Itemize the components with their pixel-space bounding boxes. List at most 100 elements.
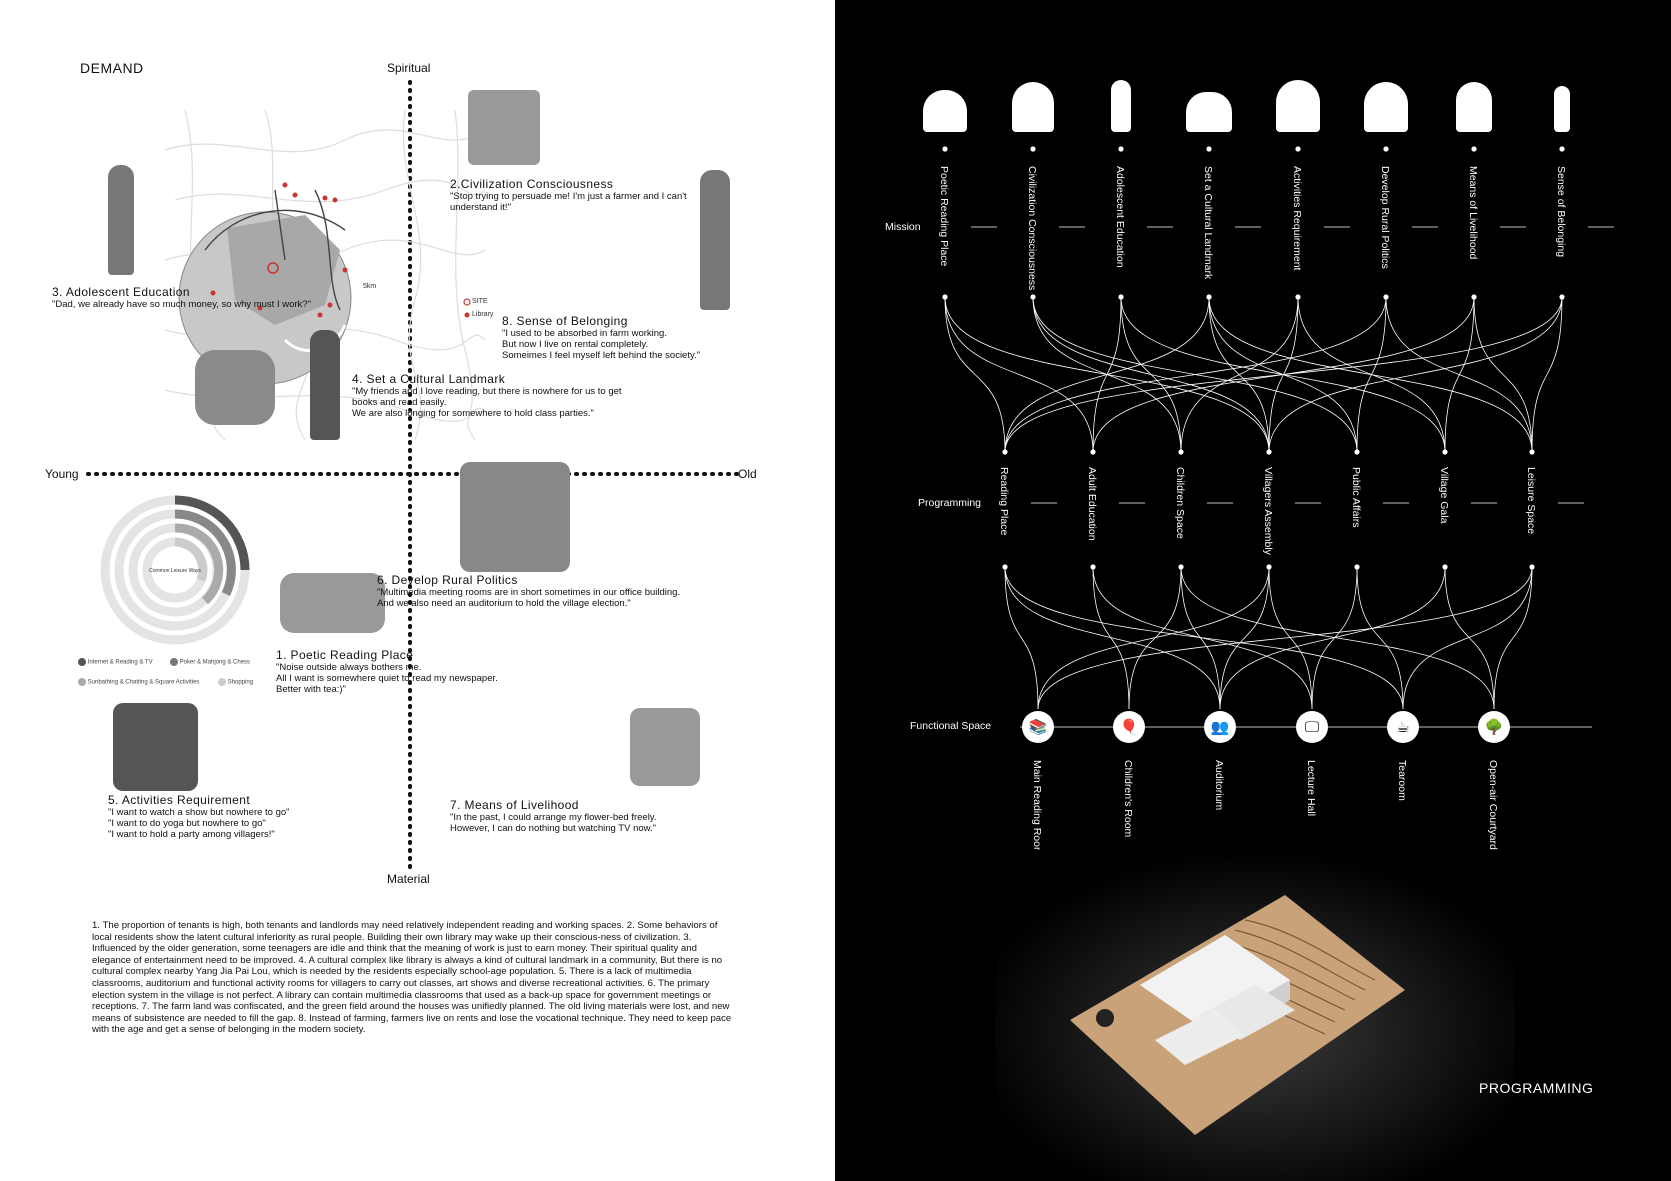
site-map: 5km <box>165 110 485 440</box>
program-function-link <box>1092 566 1130 710</box>
demand-panel: DEMAND Spiritual Material Young Old <box>0 0 835 1181</box>
legend-item: Poker & Mahjong & Chess <box>170 658 270 666</box>
mission-program-link <box>1531 296 1563 453</box>
demand-item-5: 5. Activities Requirement "I want to wat… <box>108 793 348 840</box>
farmer-photo <box>700 170 730 310</box>
program-label: Children Space <box>1174 467 1186 539</box>
demand-item-8: 8. Sense of Belonging "I used to be abso… <box>502 314 762 361</box>
demand-item-1: 1. Poetic Reading Place "Noise outside a… <box>276 648 556 695</box>
leisure-donut-chart: Common Leisure Ways <box>100 495 250 645</box>
physical-model-photo <box>995 850 1515 1181</box>
mission-label: Poetic Reading Place <box>938 166 950 267</box>
program-function-link <box>1311 566 1358 710</box>
program-label: Reading Place <box>998 467 1010 536</box>
program-function-link <box>1219 566 1270 710</box>
demand-heading: 4. Set a Cultural Landmark <box>352 372 506 386</box>
demand-heading: 7. Means of Livelihood <box>450 798 579 812</box>
mission-label: Adolescent Education <box>1114 166 1126 268</box>
standing-man-icon <box>1554 86 1570 132</box>
group-photo <box>113 703 198 791</box>
gardener-icon <box>1456 82 1492 132</box>
axis-bottom-label: Material <box>387 872 430 886</box>
axes-graphic <box>86 80 740 870</box>
program-function-link <box>1180 566 1221 710</box>
legend-label: Sunbathing & Chatting & Square Activitie… <box>87 679 200 686</box>
teen-photo <box>108 165 134 275</box>
demand-quote: "Stop trying to persuade me! I'm just a … <box>450 191 687 213</box>
legend-item: Internet & Reading & TV <box>78 658 168 666</box>
program-function-link <box>1092 566 1313 710</box>
child-icon <box>1111 80 1131 132</box>
mission-program-link <box>1004 296 1387 453</box>
mission-label: Civilization Consciousness <box>1026 166 1038 291</box>
mission-label: Activities Requirement <box>1291 166 1303 271</box>
mission-dot <box>1118 146 1124 152</box>
mission-dot <box>1030 146 1036 152</box>
programming-title: PROGRAMMING <box>1479 1080 1594 1096</box>
mission-dot <box>1206 146 1212 152</box>
mission-dot <box>1383 146 1389 152</box>
program-function-link <box>1219 566 1446 710</box>
program-function-link <box>1268 566 1313 710</box>
program-label: Village Gala <box>1438 467 1450 524</box>
mission-label: Set a Cultural Landmark <box>1202 166 1214 280</box>
program-function-link <box>1402 566 1533 710</box>
mission-program-link <box>1444 296 1475 453</box>
programming-panel: Mission Programming Functional Space Poe… <box>835 0 1671 1181</box>
program-label: Adult Education <box>1086 467 1098 541</box>
demand-quote: "I used to be absorbed in farm working. … <box>502 328 701 361</box>
program-function-link <box>1004 566 1221 710</box>
crowd-icon <box>1276 80 1320 132</box>
demand-heading: 2.Civilization Consciousness <box>450 177 614 191</box>
mission-dot <box>1295 146 1301 152</box>
axis-right-label: Old <box>738 467 757 481</box>
legend-item: Shopping <box>218 678 278 686</box>
program-function-link <box>1356 566 1404 710</box>
seated-man-photo <box>630 708 700 786</box>
mission-dot <box>1559 146 1565 152</box>
legend-label: Shopping <box>227 679 254 686</box>
functional-row-label: Functional Space <box>910 720 992 732</box>
functional-space-label: Auditorium <box>1213 760 1225 811</box>
demand-heading: 1. Poetic Reading Place <box>276 648 414 662</box>
demand-heading: 6. Develop Rural Politics <box>377 573 518 587</box>
demand-quote: "Dad, we already have so much money, so … <box>52 299 311 310</box>
mission-program-link <box>1268 296 1563 453</box>
mission-program-link <box>1473 296 1533 453</box>
axis-left-label: Young <box>45 467 79 481</box>
demand-quote: "My friends and I love reading, but ther… <box>352 386 622 419</box>
mission-program-link <box>944 296 1094 453</box>
map-legend-library: Library <box>472 311 494 318</box>
reading-people-icon <box>923 90 967 132</box>
demand-heading: 3. Adolescent Education <box>52 285 190 299</box>
program-function-link <box>1180 566 1495 710</box>
mission-row-label: Mission <box>885 221 921 233</box>
functional-space-label: Children's Room <box>1122 760 1134 838</box>
group-people-icon <box>1012 82 1054 132</box>
programming-diagram <box>942 146 1614 728</box>
demand-quote: "In the past, I could arrange my flower-… <box>450 812 657 834</box>
reading-couple-photo <box>280 573 385 633</box>
legend-label: Internet & Reading & TV <box>87 659 153 666</box>
demand-item-2: 2.Civilization Consciousness "Stop tryin… <box>450 177 730 213</box>
map-legend-site: SITE <box>472 298 488 305</box>
demand-item-3: 3. Adolescent Education "Dad, we already… <box>52 285 382 310</box>
demand-quote: "Multimedia meeting rooms are in short s… <box>377 587 681 609</box>
program-label: Public Affairs <box>1350 467 1362 528</box>
demand-heading: 8. Sense of Belonging <box>502 314 628 328</box>
mission-program-link <box>1004 296 1563 453</box>
vendor-cart-photo <box>468 90 540 165</box>
mission-label: Develop Rural Politics <box>1379 166 1391 269</box>
demand-item-4: 4. Set a Cultural Landmark "My friends a… <box>352 372 672 419</box>
people-group-icon: 👥 <box>1204 711 1236 743</box>
demand-quote: "Noise outside always bothers me. All I … <box>276 662 498 695</box>
legend-label: Poker & Mahjong & Chess <box>179 659 251 666</box>
legend-item: Sunbathing & Chatting & Square Activitie… <box>78 678 218 686</box>
tea-cup-icon: ☕ <box>1387 711 1419 743</box>
mission-dot <box>942 146 948 152</box>
girl-photo <box>310 330 340 440</box>
program-function-link <box>1444 566 1495 710</box>
demand-title: DEMAND <box>80 60 144 76</box>
meeting-people-icon <box>1364 82 1408 132</box>
program-label: Leisure Space <box>1525 467 1537 535</box>
